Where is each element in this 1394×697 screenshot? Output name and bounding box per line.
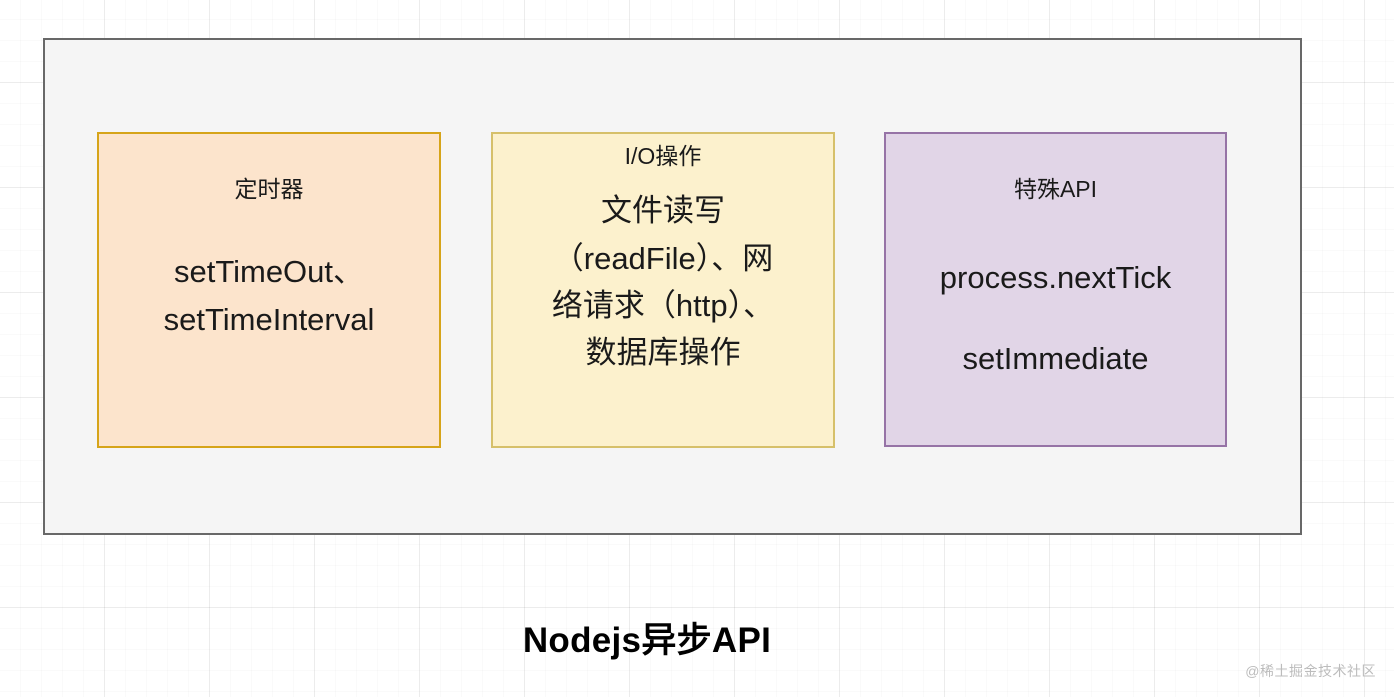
box-body-special-api: process.nextTick setImmediate [940,238,1171,399]
box-body-line: 文件读写 [601,193,725,229]
diagram-caption: Nodejs异步API [522,621,772,660]
category-box-special-api[interactable]: 特殊API process.nextTick setImmediate [884,132,1227,447]
box-body-line: process.nextTick [939,260,1172,296]
box-body-line: setTimeOut、 [173,254,365,290]
category-box-io[interactable]: I/O操作 文件读写 （readFile）、网 络请求（http）、 数据库操作 [491,132,835,448]
box-body-line: 数据库操作 [585,334,741,370]
box-title-special-api: 特殊API [1013,176,1098,202]
box-body-line: （readFile）、网 [552,240,774,276]
box-body-line: setImmediate [962,341,1149,377]
watermark: @稀土掘金技术社区 [1245,663,1376,679]
box-body-io: 文件读写 （readFile）、网 络请求（http）、 数据库操作 [507,187,819,375]
box-body-line: setTimeInterval [163,301,375,337]
box-title-timer: 定时器 [234,176,304,202]
diagram-outer-container: 定时器 setTimeOut、 setTimeInterval I/O操作 文件… [43,38,1302,535]
box-body-line: 络请求（http）、 [551,287,775,323]
box-title-io: I/O操作 [624,143,702,169]
box-body-timer: setTimeOut、 setTimeInterval [164,248,375,342]
category-box-timer[interactable]: 定时器 setTimeOut、 setTimeInterval [97,132,441,448]
